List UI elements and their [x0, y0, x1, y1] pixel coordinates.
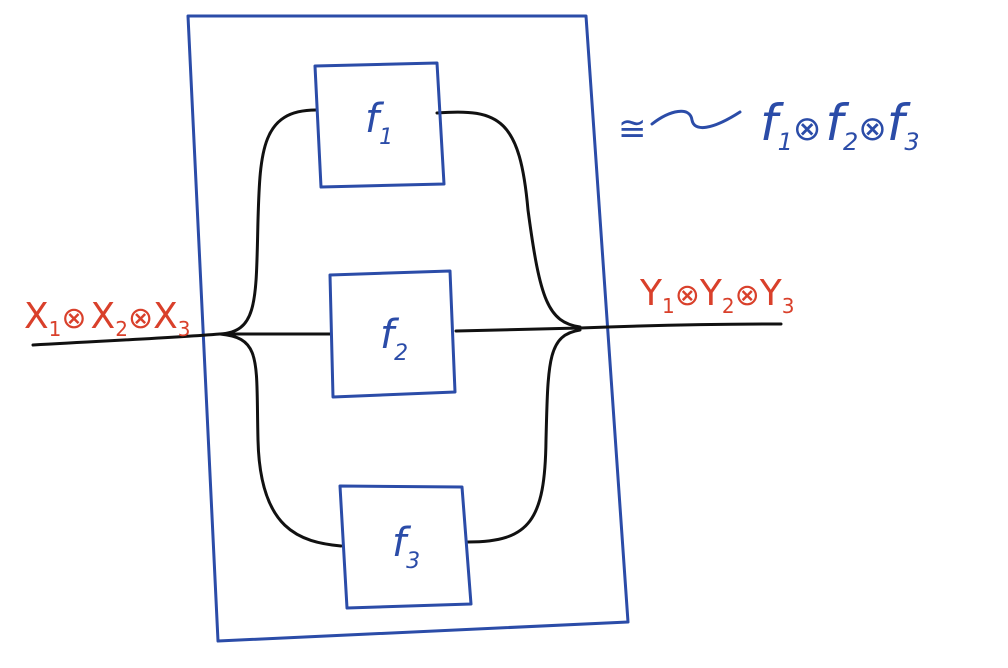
- f3-box: [338, 484, 473, 610]
- isomorphism-symbol: ≅: [618, 109, 647, 149]
- outer-box: [186, 14, 630, 643]
- f1-to-output-wire: [435, 110, 582, 329]
- input-to-f3-wire: [218, 332, 343, 548]
- input-to-f1-wire: [218, 108, 318, 336]
- f2-label: f2: [380, 312, 408, 366]
- output-wire: [578, 322, 783, 330]
- input-wire: [31, 332, 222, 347]
- annotation-expression: f1⊗f2⊗f3: [760, 94, 920, 156]
- output-label: Y1⊗Y2⊗Y3: [639, 273, 794, 318]
- f2-box: [328, 269, 457, 399]
- input-label: X1⊗X2⊗X3: [24, 296, 191, 341]
- f1-box: [313, 61, 446, 189]
- f3-to-output-wire: [466, 328, 582, 544]
- f3-label: f3: [392, 520, 420, 574]
- f1-label: f1: [365, 96, 393, 150]
- f2-to-output-wire: [454, 326, 582, 333]
- isomorphism-tilde-stroke: [650, 109, 742, 129]
- wires: [31, 108, 783, 548]
